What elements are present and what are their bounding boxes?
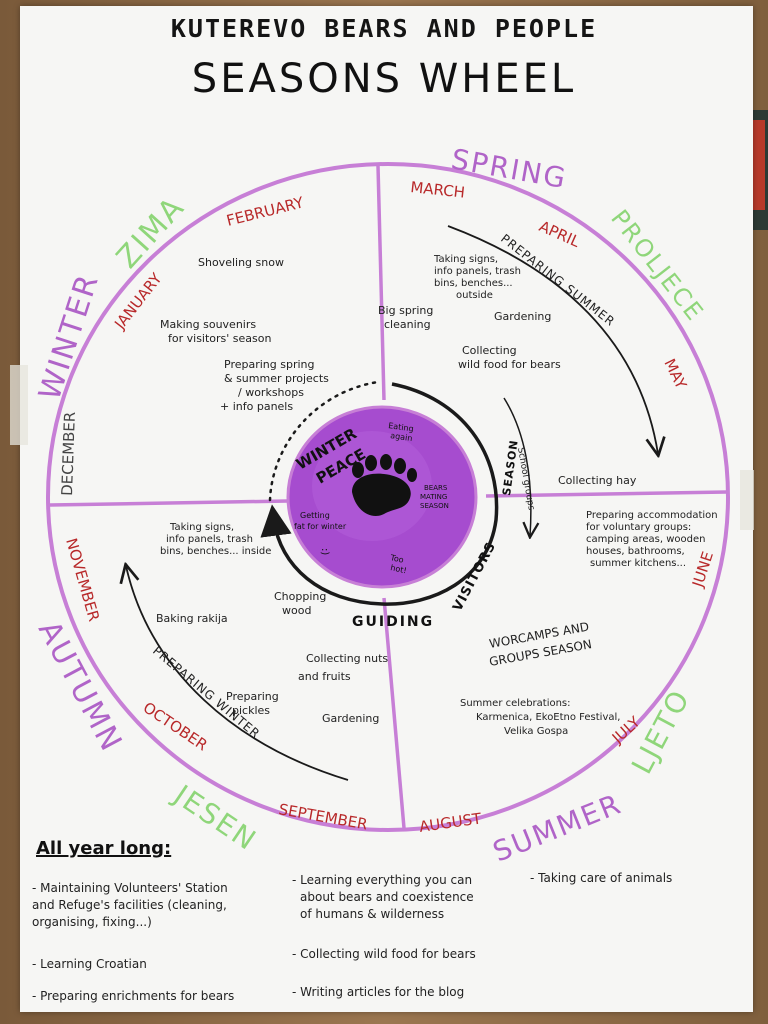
spring-activity-signs-line4: outside: [456, 290, 493, 301]
center-smiley: :): [319, 548, 330, 555]
all-year-item-enrichments: - Preparing enrichments for bears: [32, 989, 235, 1003]
month-december-label: DECEMBER: [58, 411, 79, 496]
autumn-activity-signs-line2: info panels, trash: [166, 534, 253, 545]
autumn-activity-nuts-line2: and fruits: [298, 670, 351, 683]
preparing-winter-arrow: [126, 566, 349, 781]
dotted-arc: [268, 380, 380, 502]
all-year-item-learning-line1: - Learning everything you can: [292, 873, 473, 887]
month-may-label: MAY: [660, 356, 690, 393]
spring-activity-collecting-line1: Collecting: [462, 344, 517, 357]
month-october-label: OCTOBER: [140, 698, 211, 754]
month-march-label: MARCH: [410, 178, 466, 202]
school-groups-arrow: [503, 397, 531, 536]
season-word-label: SEASON: [500, 439, 521, 497]
month-august-label: AUGUST: [418, 809, 483, 836]
poster-subtitle: SEASONS WHEEL: [191, 56, 577, 102]
summer-activity-celebrations-line2: Karmenica, EkoEtno Festival,: [476, 712, 620, 723]
all-year-item-blog: - Writing articles for the blog: [292, 985, 465, 999]
tape-strip-left: [10, 365, 28, 445]
center-too-hot-line2: hot!: [390, 563, 408, 575]
all-year-item-learning-line2: about bears and coexistence: [300, 890, 474, 904]
center-mating-line3: SEASON: [420, 502, 449, 510]
summer-activity-celebrations-line3: Velika Gospa: [504, 726, 568, 737]
month-april-label: APRIL: [536, 217, 583, 251]
winter-activity-souvenirs-line2: for visitors' season: [168, 332, 271, 345]
all-year-item-maintaining-line2: and Refuge's facilities (cleaning,: [32, 898, 227, 912]
autumn-activity-gardening: Gardening: [322, 712, 379, 725]
season-jesen-label: JESEN: [166, 777, 263, 857]
spring-activity-gardening: Gardening: [494, 310, 551, 323]
summer-activity-accom-line2: for voluntary groups:: [586, 522, 691, 533]
bear-paw-icon: [352, 454, 417, 516]
divider-left: [49, 499, 289, 507]
all-year-item-wild-food: - Collecting wild food for bears: [292, 947, 476, 961]
all-year-title: All year long:: [36, 838, 172, 859]
summer-activity-accom-line5: summer kitchens...: [590, 558, 686, 569]
center-mating-line2: MATING: [420, 493, 447, 501]
winter-activity-souvenirs-line1: Making souvenirs: [160, 318, 256, 331]
divider-bottom: [382, 597, 406, 829]
autumn-activity-chopping-line1: Chopping: [274, 590, 326, 603]
tape-strip-right: [740, 470, 754, 530]
autumn-activity-signs-line3: bins, benches... inside: [160, 546, 271, 557]
center-eating-line1: Eating: [388, 421, 414, 433]
preparing-summer-arrow: [447, 225, 658, 454]
summer-activity-celebrations-line1: Summer celebrations:: [460, 698, 571, 709]
all-year-item-maintaining-line3: organising, fixing...): [32, 915, 152, 929]
wheel-outer-ring: [46, 162, 730, 832]
autumn-activity-pickles-line1: Preparing: [226, 690, 279, 703]
center-too-hot-line1: Too: [389, 553, 405, 565]
winter-activity-preparing-line3: / workshops: [238, 386, 304, 399]
spring-activity-signs-line2: info panels, trash: [434, 266, 521, 277]
spring-activity-cleaning-line1: Big spring: [378, 304, 433, 317]
spring-activity-signs-line1: Taking signs,: [433, 254, 498, 265]
center-fat-line2: fat for winter: [294, 522, 347, 531]
autumn-activity-signs-line1: Taking signs,: [169, 522, 234, 533]
poster-title: KUTEREVO BEARS AND PEOPLE: [170, 14, 598, 43]
winter-activity-preparing-line4: + info panels: [220, 400, 293, 413]
autumn-activity-nuts-line1: Collecting nuts: [306, 652, 388, 665]
all-year-item-animals: - Taking care of animals: [530, 871, 673, 885]
guiding-season-arrow: [260, 382, 499, 606]
all-year-item-croatian: - Learning Croatian: [32, 957, 147, 971]
center-fat-line1: Getting: [300, 511, 330, 520]
all-year-item-learning-line3: of humans & wilderness: [300, 907, 445, 921]
summer-activity-accom-line4: houses, bathrooms,: [586, 546, 685, 557]
spring-activity-cleaning-line2: cleaning: [384, 318, 431, 331]
guiding-label: GUIDING: [352, 614, 434, 630]
month-january-label: JANUARY: [110, 269, 166, 333]
divider-right: [485, 490, 728, 498]
winter-activity-preparing-line2: & summer projects: [224, 372, 329, 385]
center-eating-line2: again: [390, 431, 413, 443]
month-june-label: JUNE: [688, 549, 717, 590]
spring-activity-collecting-line2: wild food for bears: [458, 358, 561, 371]
autumn-activity-chopping-line2: wood: [282, 604, 311, 617]
autumn-activity-pickles-line2: pickles: [232, 704, 270, 717]
spring-activity-hay: Collecting hay: [558, 474, 637, 487]
winter-activity-preparing-line1: Preparing spring: [224, 358, 315, 371]
season-winter-label: WINTER: [32, 269, 106, 404]
summer-activity-accom-line3: camping areas, wooden: [586, 534, 705, 545]
summer-activity-accom-line1: Preparing accommodation: [586, 510, 718, 521]
spring-activity-signs-line3: bins, benches...: [434, 278, 513, 289]
month-september-label: SEPTEMBER: [277, 800, 369, 833]
season-proljece-label: PROLJECE: [605, 204, 709, 326]
center-mating-line1: BEARS: [424, 484, 448, 492]
all-year-item-maintaining-line1: - Maintaining Volunteers' Station: [32, 881, 228, 895]
divider-top: [376, 165, 386, 401]
autumn-activity-rakija: Baking rakija: [156, 612, 228, 625]
season-summer-label: SUMMER: [488, 787, 626, 868]
winter-activity-shoveling: Shoveling snow: [198, 256, 284, 269]
